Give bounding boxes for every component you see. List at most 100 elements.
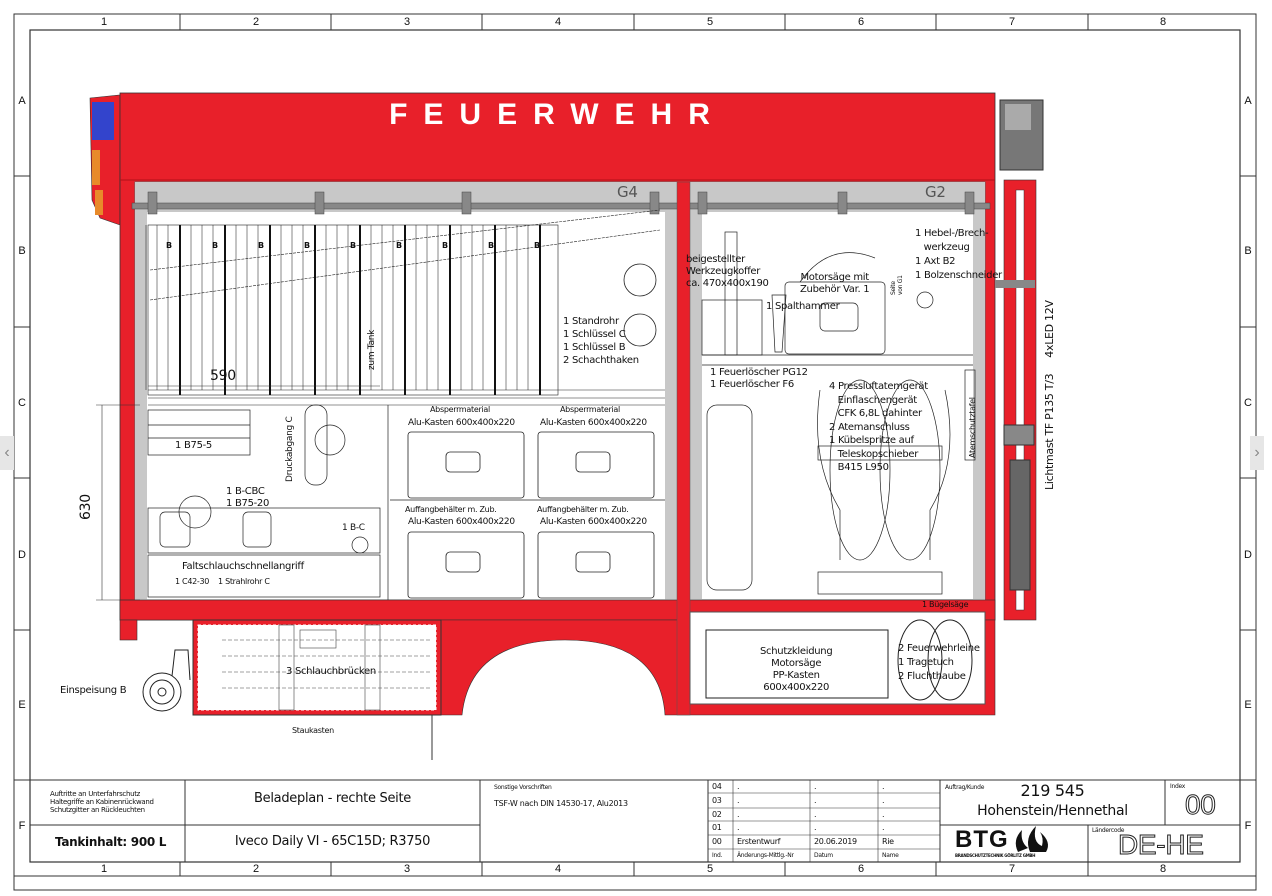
notes: Auftritte an Unterfahrschutz Haltegriffe…	[50, 790, 154, 814]
label-b75-5: 1 B75-5	[175, 440, 212, 451]
label-feuerloescher: 1 Feuerlöscher PG12 1 Feuerlöscher F6	[710, 367, 808, 390]
col-label: 8	[1159, 863, 1167, 875]
label-motorsaege: Motorsäge mit Zubehör Var. 1	[800, 272, 870, 295]
row-label: E	[18, 699, 26, 711]
country-code: DE-HE	[1118, 829, 1205, 860]
next-page-button[interactable]: ›	[1250, 436, 1264, 470]
label-zum-tank: zum Tank	[367, 329, 377, 370]
row-label: F	[1244, 820, 1252, 832]
box2-subtitle: Alu-Kasten 600x400x220	[540, 418, 647, 428]
label-lichtmast: Lichtmast TF P135 T/3 4xLED 12V	[1043, 300, 1056, 490]
hose-b-mark: B	[350, 241, 356, 250]
revision-name: .	[882, 796, 885, 805]
row-label: A	[18, 95, 26, 107]
label-hebel: 1 Hebel-/Brech- werkzeug 1 Axt B2 1 Bolz…	[915, 228, 1002, 281]
revision-ind: 04	[712, 782, 722, 791]
label-buegelsaege: 1 Bügelsäge	[922, 600, 969, 609]
label-b-c: 1 B-C	[342, 523, 365, 533]
label-spalthammer: 1 Spalthammer	[766, 301, 840, 312]
col-label: 6	[857, 16, 865, 28]
regulations: TSF-W nach DIN 14530-17, Alu2013	[494, 799, 628, 808]
box4-subtitle: Alu-Kasten 600x400x220	[540, 517, 647, 527]
row-label: D	[18, 549, 26, 561]
label-schlauchbruecken: 3 Schlauchbrücken	[286, 666, 376, 677]
regs-label: Sonstige Vorschriften	[494, 784, 552, 791]
col-label: 3	[403, 863, 411, 875]
col-label: 6	[857, 863, 865, 875]
col-label: 3	[403, 16, 411, 28]
plan-title: Beladeplan - rechte Seite	[254, 791, 411, 806]
label-staukasten: Staukasten	[292, 726, 334, 735]
revision-desc: .	[737, 782, 740, 791]
revision-desc: .	[737, 823, 740, 832]
btg-flame-logo	[1015, 826, 1048, 852]
row-label: C	[1244, 397, 1252, 409]
col-label: 4	[554, 16, 562, 28]
revision-name: Rie	[882, 837, 894, 846]
order-number: 219 545	[1020, 781, 1085, 800]
revision-ind: 00	[712, 837, 722, 846]
revision-ind: 01	[712, 823, 722, 832]
revision-desc: .	[737, 796, 740, 805]
row-label: D	[1244, 549, 1252, 561]
revision-date: .	[814, 823, 817, 832]
dimension-height: 630	[78, 494, 94, 520]
hose-b-mark: B	[442, 241, 448, 250]
label-seite-g1: Seite von G1	[890, 275, 904, 295]
label-einspeisung: Einspeisung B	[60, 685, 127, 696]
label-c42: 1 C42-30 1 Strahlrohr C	[175, 577, 270, 586]
label-standrohr: 1 Standrohr 1 Schlüssel C 1 Schlüssel B …	[563, 316, 639, 366]
label-schutzkleidung: Schutzkleidung Motorsäge PP-Kasten 600x4…	[760, 646, 833, 693]
label-pressluft: 4 Pressluftatemgerät Einflaschengerät CF…	[829, 381, 928, 473]
col-label: 4	[554, 863, 562, 875]
revision-desc: Erstentwurf	[737, 837, 781, 846]
rev-header-name: Name	[882, 852, 899, 859]
revision-name: .	[882, 810, 885, 819]
revision-date: .	[814, 810, 817, 819]
tank-capacity: Tankinhalt: 900 L	[55, 835, 167, 849]
index-value: 00	[1185, 789, 1217, 820]
label-faltschlauch: Faltschlauchschnellangriff	[182, 561, 304, 572]
label-atemschutztafel: Atemschutztafel	[968, 397, 977, 458]
rev-header-date: Datum	[814, 852, 833, 859]
col-label: 1	[100, 863, 108, 875]
hose-b-mark: B	[166, 241, 172, 250]
row-label: B	[1244, 245, 1252, 257]
col-label: 2	[252, 863, 260, 875]
order-label: Auftrag/Kunde	[945, 784, 985, 791]
revision-desc: .	[737, 810, 740, 819]
hose-b-mark: B	[396, 241, 402, 250]
box3-title: Auffangbehälter m. Zub.	[405, 505, 497, 514]
btg-logo: BTG	[955, 826, 1009, 853]
col-label: 5	[706, 863, 714, 875]
revision-name: .	[882, 782, 885, 791]
col-label: 2	[252, 16, 260, 28]
dimension-width: 590	[210, 368, 236, 384]
revision-date: .	[814, 796, 817, 805]
row-label: F	[18, 820, 26, 832]
previous-page-button[interactable]: ‹	[0, 436, 14, 470]
vehicle-model: Iveco Daily VI - 65C15D; R3750	[234, 834, 431, 849]
rev-header-desc: Änderungs-Mittlg.-Nr	[737, 852, 794, 859]
customer: Hohenstein/Hennethal	[977, 803, 1128, 819]
compartment-g4-label: G4	[617, 183, 638, 201]
compartment-g2-label: G2	[925, 183, 946, 201]
col-label: 7	[1008, 863, 1016, 875]
box2-title: Absperrmaterial	[560, 405, 620, 414]
hose-b-mark: B	[212, 241, 218, 250]
revision-ind: 03	[712, 796, 722, 805]
row-label: E	[1244, 699, 1252, 711]
logo-subtitle: BRANDSCHUTZTECHNIK GÖRLITZ GMBH	[955, 853, 1036, 858]
box4-title: Auffangbehälter m. Zub.	[537, 505, 629, 514]
box1-title: Absperrmaterial	[430, 405, 490, 414]
row-label: C	[18, 397, 26, 409]
revision-ind: 02	[712, 810, 722, 819]
col-label: 5	[706, 16, 714, 28]
box1-subtitle: Alu-Kasten 600x400x220	[408, 418, 515, 428]
revision-date: 20.06.2019	[814, 837, 857, 846]
label-druckabgang: Druckabgang C	[285, 416, 295, 482]
label-werkzeugkoffer: beigestellter Werkzeugkoffer ca. 470x400…	[686, 254, 769, 289]
revision-date: .	[814, 782, 817, 791]
hose-b-mark: B	[488, 241, 494, 250]
